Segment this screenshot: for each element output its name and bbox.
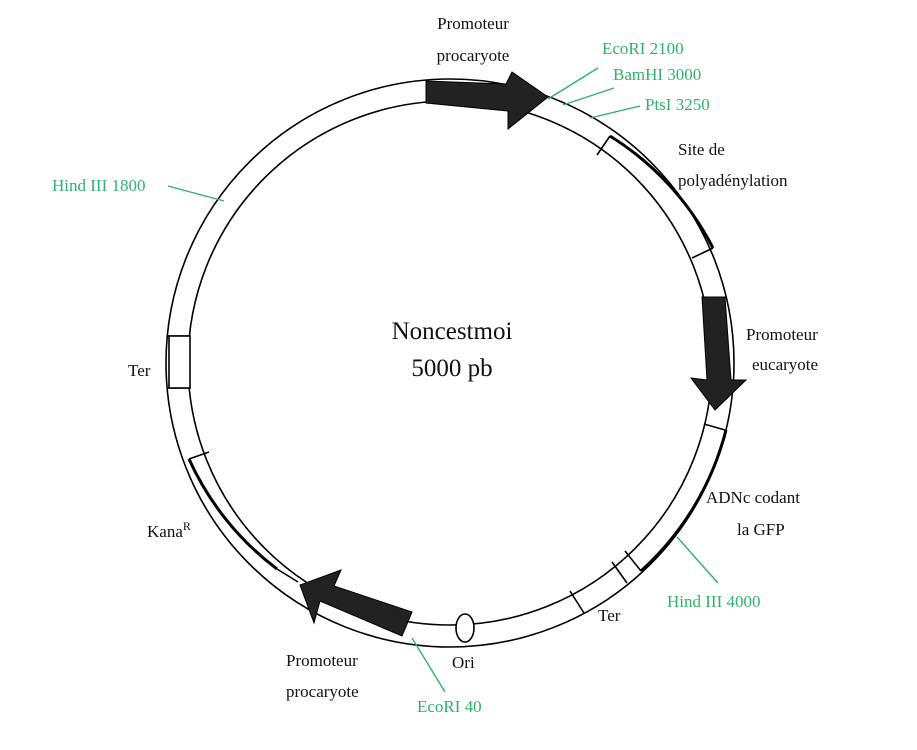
gfp-label-2: la GFP: [737, 520, 785, 539]
ecori-40-label: EcoRI 40: [417, 697, 482, 716]
promoter-euk-label-1: Promoteur: [746, 325, 818, 344]
divider-kana-top: [188, 451, 210, 460]
divider-kana-bottom: [276, 568, 299, 583]
plasmid-size: 5000 pb: [411, 355, 492, 382]
ptsi-3250-label: PtsI 3250: [645, 95, 710, 114]
ori-label: Ori: [452, 653, 475, 672]
hind-4000-label: Hind III 4000: [667, 592, 760, 611]
kana-label-base: Kana: [147, 522, 183, 541]
promoter-prok-top-label-2: procaryote: [437, 46, 510, 65]
gfp-label-1: ADNc codant: [706, 488, 800, 507]
promoter-prok-bottom-label-2: procaryote: [286, 682, 359, 701]
filled-elements: [299, 71, 748, 637]
gfp-outline: [639, 429, 728, 573]
promoter-prok-top-arrow: [425, 71, 549, 131]
divider-polyA-end: [691, 247, 714, 259]
divider-polyA-start: [596, 135, 611, 156]
kana-outline: [187, 458, 278, 571]
promoter-prok-bottom-arrow: [299, 569, 413, 637]
plasmid-name: Noncestmoi: [392, 318, 513, 345]
bamhi-3000-label: BamHI 3000: [613, 65, 701, 84]
plasmid-title: Noncestmoi 5000 pb: [392, 318, 513, 382]
promoter-euk-arrow: [689, 296, 748, 411]
promoter-euk-label-2: eucaryote: [752, 355, 818, 374]
ori-element: [455, 613, 475, 643]
restriction-lines: [167, 67, 719, 693]
element-labels: Promoteur procaryote Site de polyadényla…: [128, 14, 818, 701]
divider-ter-right: [569, 590, 585, 614]
ter-left-segment: [168, 335, 191, 389]
hind-1800-line: [167, 185, 225, 202]
hind-4000-line: [676, 536, 719, 584]
polyA-label-2: polyadénylation: [678, 171, 788, 190]
kana-label: KanaR: [147, 519, 191, 541]
ecori-2100-label: EcoRI 2100: [602, 39, 684, 58]
hind-1800-label: Hind III 1800: [52, 176, 145, 195]
ter-left-label: Ter: [128, 361, 151, 380]
ecori-40-line: [411, 637, 446, 693]
kana-label-sup: R: [183, 519, 191, 533]
divider-gfp-start: [703, 423, 726, 431]
segment-outlines: [187, 134, 728, 573]
promoter-prok-top-label-1: Promoteur: [437, 14, 509, 33]
divider-gfp-end-a: [624, 550, 642, 572]
ecori-2100-line: [547, 67, 599, 100]
divider-gfp-end-b: [611, 561, 628, 584]
polyA-outline: [609, 134, 715, 249]
segment-dividers: [168, 135, 726, 614]
plasmid-ring: [165, 78, 735, 648]
ter-right-label: Ter: [598, 606, 621, 625]
polyA-label-1: Site de: [678, 140, 725, 159]
ptsi-3250-line: [589, 105, 641, 119]
bamhi-3000-line: [562, 87, 615, 106]
restriction-labels: EcoRI 2100 BamHI 3000 PtsI 3250 Hind III…: [52, 39, 760, 716]
promoter-prok-bottom-label-1: Promoteur: [286, 651, 358, 670]
